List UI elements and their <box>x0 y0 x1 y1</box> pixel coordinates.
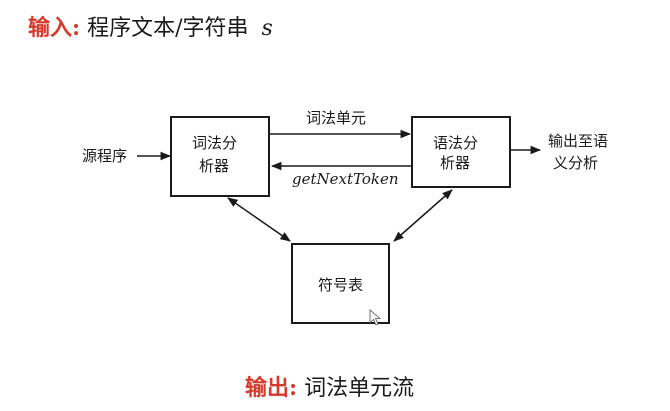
input-line: 输入: 程序文本/字符串 s <box>28 10 273 42</box>
input-variable: s <box>261 16 273 41</box>
mouse-cursor-icon <box>369 309 382 326</box>
lexer-box <box>170 116 270 197</box>
output-label-line1: 输出至语 <box>548 132 608 150</box>
symbol-table-box <box>291 243 390 324</box>
source-program-label: 源程序 <box>82 147 127 165</box>
token-edge-label: 词法单元 <box>306 109 366 127</box>
lexer-symtab-arrow <box>227 197 291 242</box>
parser-box <box>411 116 511 188</box>
input-label: 输入: <box>28 15 81 41</box>
parser-symtab-arrow <box>393 189 453 242</box>
output-line: 输出: 词法单元流 <box>245 370 414 402</box>
output-label: 输出: <box>245 375 298 401</box>
input-text: 程序文本/字符串 <box>87 16 249 41</box>
next-token-label: getNextToken <box>292 170 399 188</box>
lexer-label-line1: 词法分 <box>192 134 237 152</box>
lexer-label-line2: 析器 <box>199 157 229 175</box>
parser-label-line1: 语法分 <box>433 134 478 152</box>
symbol-table-label: 符号表 <box>318 276 363 294</box>
output-text: 词法单元流 <box>304 376 415 401</box>
output-label-line2: 义分析 <box>553 154 598 172</box>
parser-label-line2: 析器 <box>440 154 470 172</box>
